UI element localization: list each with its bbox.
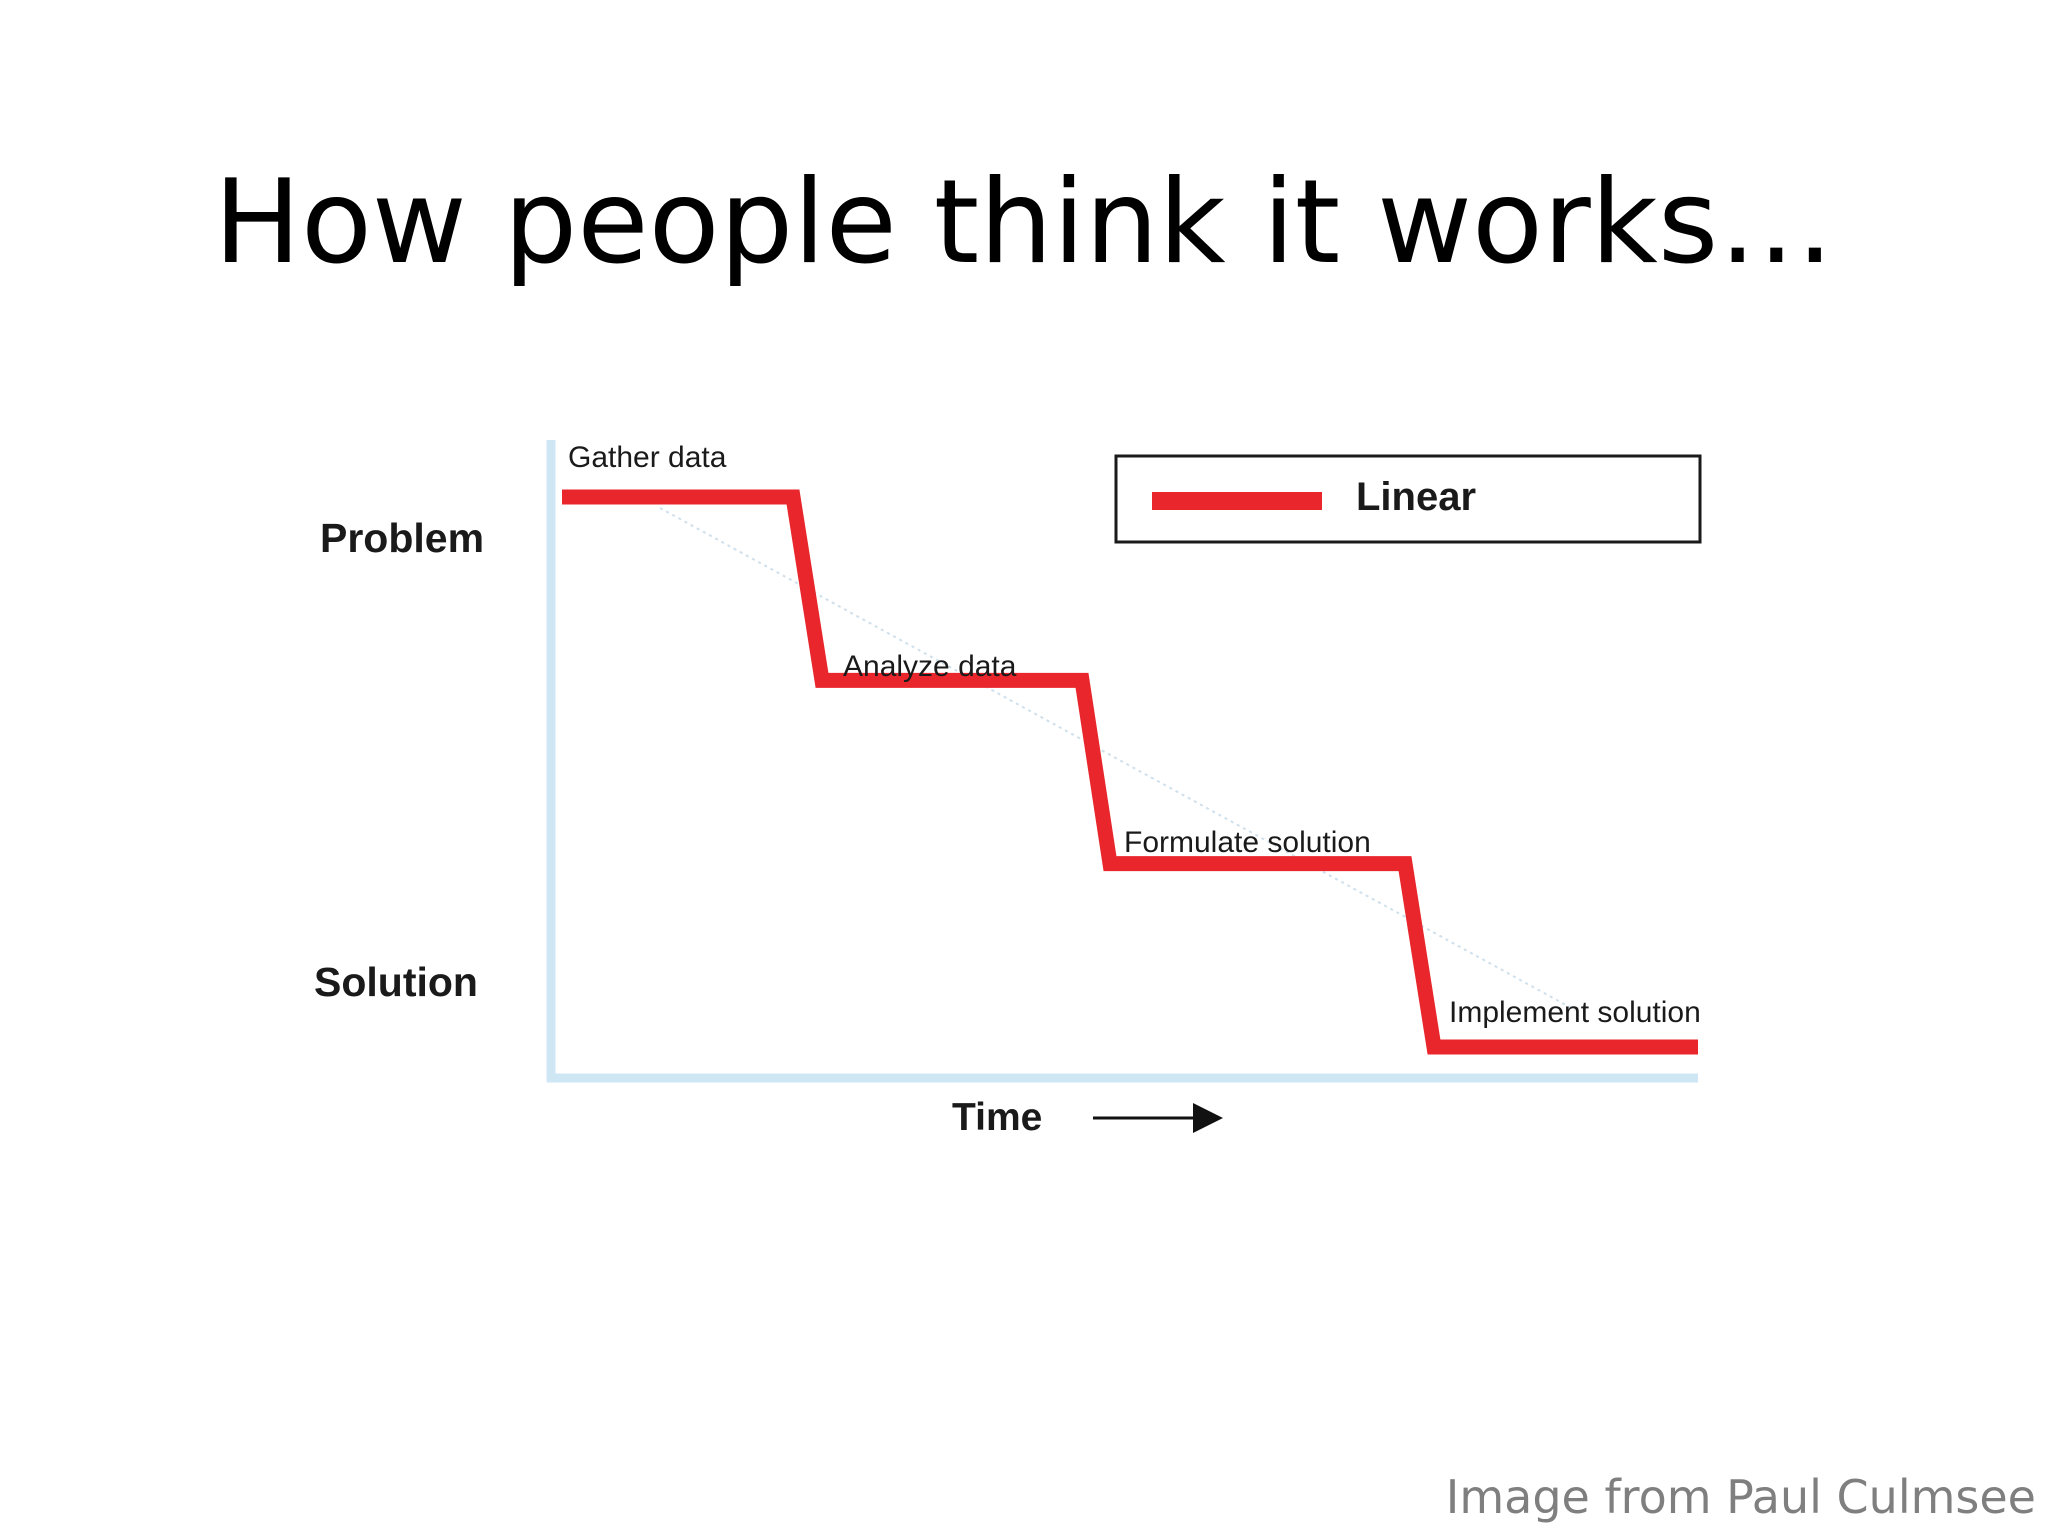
legend-label-linear: Linear xyxy=(1356,475,1476,519)
stage-label-formulate-solution: Formulate solution xyxy=(1124,826,1371,859)
slide-title: How people think it works… xyxy=(213,155,1835,290)
series-linear-line xyxy=(562,489,1698,1055)
x-axis-label: Time xyxy=(952,1096,1042,1139)
y-tick-label-problem: Problem xyxy=(320,515,484,561)
y-tick-label-solution: Solution xyxy=(314,959,478,1005)
stage-label-analyze-data: Analyze data xyxy=(843,650,1017,683)
stage-label-implement-solution: Implement solution xyxy=(1449,996,1701,1029)
trend-guide-line xyxy=(659,507,1576,1011)
image-credit: Image from Paul Culmsee xyxy=(1445,1470,2036,1524)
stage-label-gather-data: Gather data xyxy=(568,441,727,474)
legend: Linear xyxy=(1114,454,1702,544)
